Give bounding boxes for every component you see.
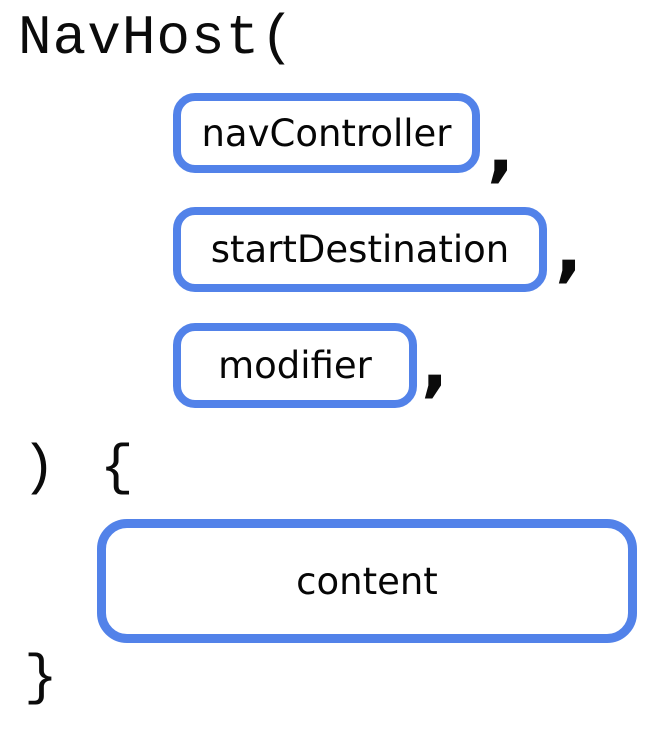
param-label-modifier: modifier	[218, 344, 372, 387]
comma-after-modifier: ,	[421, 321, 449, 405]
param-box-navcontroller: navController	[173, 93, 480, 173]
param-box-startdestination: startDestination	[173, 207, 547, 292]
param-label-startdestination: startDestination	[210, 228, 510, 271]
close-paren: )	[22, 436, 57, 500]
open-brace: {	[100, 436, 135, 500]
comma-after-startdestination: ,	[555, 206, 583, 290]
content-slot-label: content	[296, 559, 438, 603]
navhost-function-name: NavHost(	[18, 6, 295, 70]
param-box-modifier: modifier	[173, 323, 417, 408]
param-label-navcontroller: navController	[201, 111, 452, 155]
close-brace: }	[24, 646, 59, 710]
comma-after-navcontroller: ,	[487, 106, 515, 190]
content-slot-box: content	[97, 519, 637, 643]
